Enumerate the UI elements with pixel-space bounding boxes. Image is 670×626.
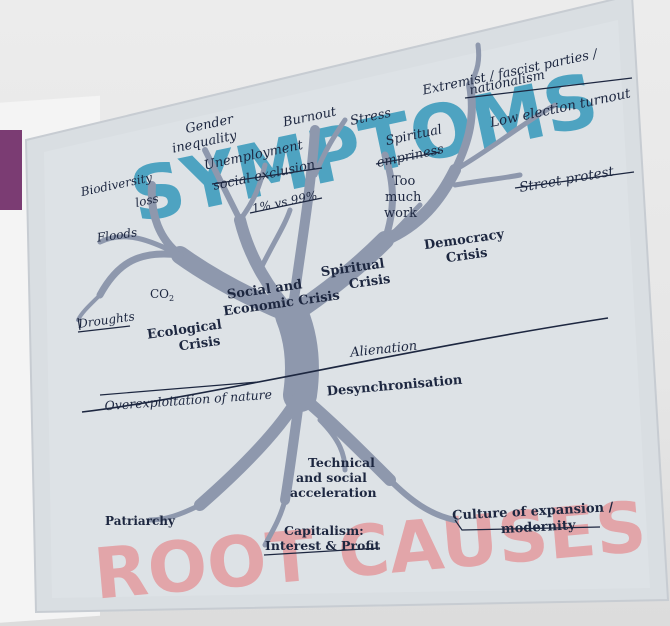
label-patriarchy: Patriarchy: [105, 514, 176, 528]
